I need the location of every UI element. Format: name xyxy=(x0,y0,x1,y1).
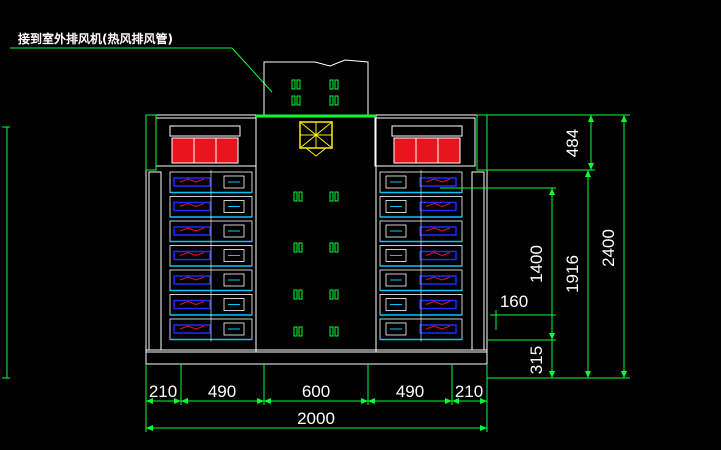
module-connector xyxy=(385,200,407,213)
module-slot xyxy=(419,201,457,212)
module-slot xyxy=(419,324,457,334)
module-slot xyxy=(419,275,457,285)
dim-210-left: 210 xyxy=(149,382,177,401)
duct-vent-icon xyxy=(329,95,339,106)
annotation-leader xyxy=(231,47,273,93)
exhaust-annotation: 接到室外排风机(热风排风管) xyxy=(18,31,173,46)
module-slot xyxy=(173,250,211,261)
center-vent-icon xyxy=(329,289,339,300)
right-dimensions: 484 2400 1916 1400 160 315 xyxy=(440,114,630,379)
duct-vent-icon xyxy=(329,79,339,90)
module-slot xyxy=(419,177,457,187)
module-connector xyxy=(385,249,407,262)
right-module-stack xyxy=(379,170,463,342)
duct-vent-icon xyxy=(291,79,301,90)
fan-outlet xyxy=(305,147,327,157)
module-connector xyxy=(385,175,407,189)
left-transformer-yoke xyxy=(169,125,241,137)
left-post-top xyxy=(145,114,157,171)
right-post-top xyxy=(476,114,488,171)
module-slot xyxy=(173,275,211,285)
fan-icon xyxy=(299,121,333,157)
center-vent-icon xyxy=(293,242,303,253)
dim-arrows xyxy=(146,398,487,431)
dim-484: 484 xyxy=(563,129,582,157)
dim-315: 315 xyxy=(527,346,546,374)
module-connector xyxy=(223,200,245,213)
module-connector xyxy=(385,224,407,238)
dim-160: 160 xyxy=(500,292,528,311)
center-vent-icon xyxy=(293,326,303,337)
module-connector xyxy=(223,175,245,189)
module-connector xyxy=(385,322,407,336)
right-transformer-bay xyxy=(374,117,476,167)
dim-490-left: 490 xyxy=(208,382,236,401)
module-connector xyxy=(223,322,245,336)
dim-total-width: 2000 xyxy=(297,409,335,428)
module-connector xyxy=(385,273,407,287)
module-slot xyxy=(173,226,211,236)
module-connector xyxy=(223,224,245,238)
left-transformer xyxy=(169,125,241,164)
duct-vent-icon xyxy=(291,95,301,106)
dim-1916: 1916 xyxy=(563,255,582,293)
center-vent-icon xyxy=(293,289,303,300)
right-transformer xyxy=(391,125,463,164)
right-transformer-yoke xyxy=(391,125,463,137)
center-vent-icon xyxy=(329,326,339,337)
module-slot xyxy=(173,324,211,334)
module-slot xyxy=(419,250,457,261)
module-slot xyxy=(419,226,457,236)
dim-1400: 1400 xyxy=(527,245,546,283)
module-connector xyxy=(223,249,245,262)
module-slot xyxy=(419,299,457,310)
bottom-dimensions: 210 490 600 490 210 2000 xyxy=(145,364,488,432)
fan-grille xyxy=(299,121,333,149)
dim-2400: 2400 xyxy=(599,229,618,267)
dim-490-right: 490 xyxy=(396,382,424,401)
module-slot xyxy=(173,299,211,310)
right-transformer-coils xyxy=(393,137,461,164)
dim-210-right: 210 xyxy=(455,382,483,401)
cabinet-base xyxy=(145,349,488,365)
module-connector xyxy=(385,298,407,311)
module-connector xyxy=(223,273,245,287)
module-slot xyxy=(173,201,211,212)
module-connector xyxy=(223,298,245,311)
dim-600: 600 xyxy=(302,382,330,401)
center-vent-icon xyxy=(329,242,339,253)
center-vents xyxy=(293,191,339,337)
center-vent-icon xyxy=(293,191,303,202)
left-module-stack xyxy=(169,170,253,342)
module-slot xyxy=(173,177,211,187)
left-transformer-coils xyxy=(171,137,239,164)
cabinet-body xyxy=(145,114,488,365)
duct-vents xyxy=(291,79,339,106)
center-vent-icon xyxy=(329,191,339,202)
